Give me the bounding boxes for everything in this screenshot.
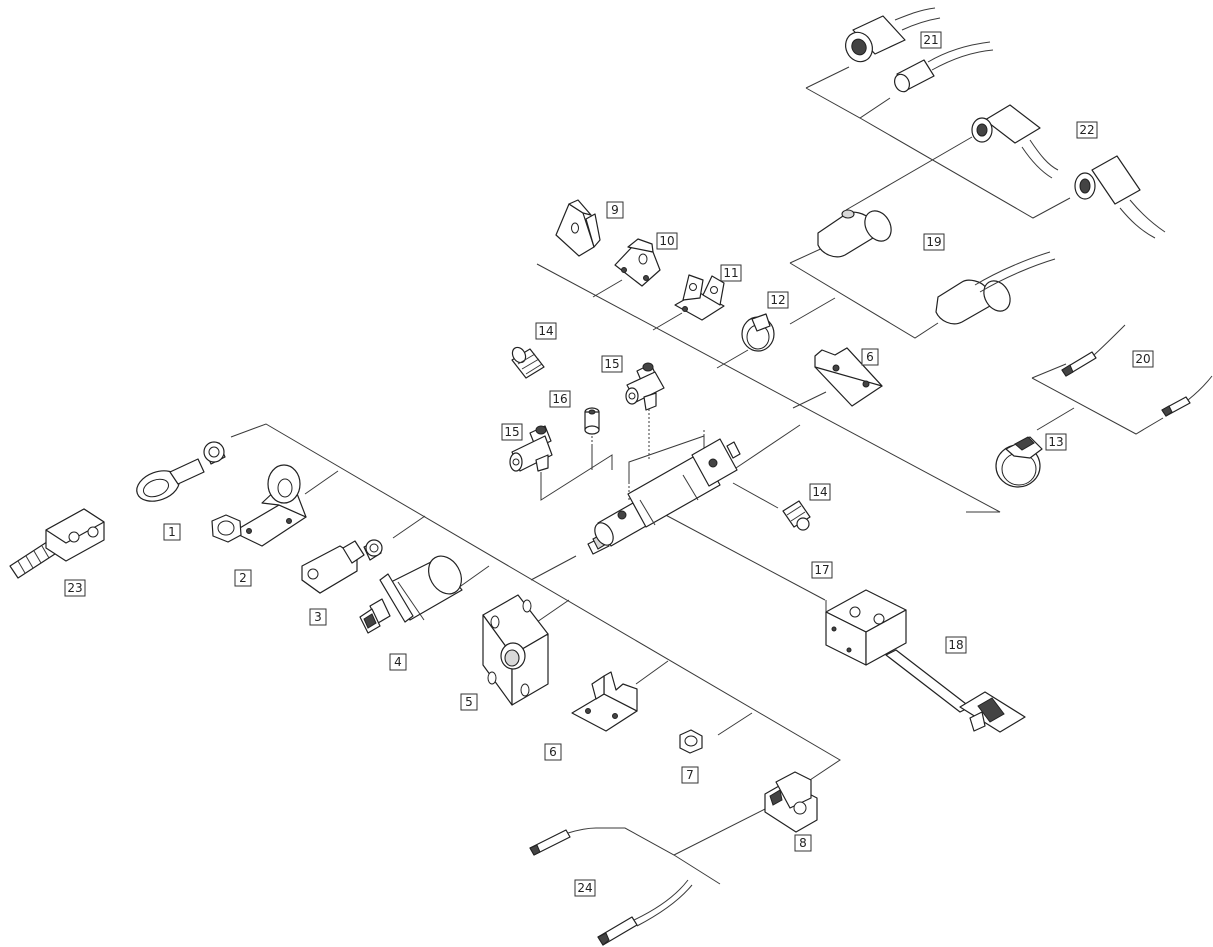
part-6-foot-mount-upper bbox=[814, 347, 883, 407]
svg-text:13: 13 bbox=[1048, 435, 1063, 449]
part-19-sensor-upper bbox=[817, 209, 892, 258]
label-15-lower: 15 bbox=[501, 423, 523, 441]
svg-text:14: 14 bbox=[538, 324, 553, 338]
svg-text:24: 24 bbox=[577, 881, 592, 895]
svg-text:21: 21 bbox=[923, 33, 938, 47]
svg-text:18: 18 bbox=[948, 638, 963, 652]
label-21: 21 bbox=[920, 31, 942, 49]
svg-text:8: 8 bbox=[799, 836, 807, 850]
label-10: 10 bbox=[656, 232, 678, 250]
part-5-flange-plate bbox=[482, 594, 549, 706]
cylinder-body bbox=[587, 438, 741, 555]
label-20: 20 bbox=[1132, 350, 1154, 368]
part-20-sensor-upper bbox=[1061, 324, 1126, 377]
svg-text:7: 7 bbox=[686, 768, 694, 782]
part-21-connector-lower bbox=[894, 41, 994, 93]
label-23: 23 bbox=[64, 579, 86, 597]
svg-text:2: 2 bbox=[239, 571, 247, 585]
svg-text:15: 15 bbox=[604, 357, 619, 371]
part-11-clevis-bracket bbox=[674, 274, 725, 321]
svg-text:16: 16 bbox=[552, 392, 567, 406]
part-1-rod-eye bbox=[136, 441, 226, 502]
part-10-clevis-foot bbox=[614, 238, 661, 287]
label-1: 1 bbox=[163, 523, 181, 541]
label-6-lower: 6 bbox=[544, 743, 562, 761]
part-14-silencer-lower bbox=[782, 500, 811, 531]
part-15-flow-control-upper bbox=[625, 362, 665, 411]
part-labels: 1 2 3 4 5 6 6 7 8 9 10 11 12 13 14 14 15… bbox=[64, 31, 1154, 897]
label-24: 24 bbox=[574, 879, 596, 897]
part-20-sensor-lower bbox=[1161, 375, 1213, 417]
svg-text:23: 23 bbox=[67, 581, 82, 595]
part-22-connector-lower bbox=[1074, 155, 1166, 239]
label-2: 2 bbox=[234, 569, 252, 587]
part-14-silencer-upper bbox=[511, 346, 545, 379]
svg-text:5: 5 bbox=[465, 695, 473, 709]
svg-text:3: 3 bbox=[314, 610, 322, 624]
part-4-self-aligning-coupler bbox=[359, 555, 463, 634]
svg-text:19: 19 bbox=[926, 235, 941, 249]
part-13-sensor-clamp bbox=[995, 436, 1043, 488]
part-22-connector-upper bbox=[971, 104, 1059, 179]
leader-lines bbox=[230, 66, 1164, 885]
part-9-clevis-foot bbox=[555, 199, 601, 257]
svg-text:6: 6 bbox=[549, 745, 557, 759]
label-5: 5 bbox=[460, 693, 478, 711]
label-3: 3 bbox=[309, 608, 327, 626]
part-24-sensor-lower bbox=[597, 879, 693, 946]
part-17-sensor-bracket bbox=[825, 589, 907, 666]
svg-text:12: 12 bbox=[770, 293, 785, 307]
label-14-lower: 14 bbox=[809, 483, 831, 501]
part-6-foot-mount-lower bbox=[571, 671, 638, 732]
svg-text:22: 22 bbox=[1079, 123, 1094, 137]
svg-text:1: 1 bbox=[168, 525, 176, 539]
part-12-mounting-clamp bbox=[741, 313, 775, 352]
label-4: 4 bbox=[389, 653, 407, 671]
part-7-hex-nut bbox=[679, 729, 703, 754]
label-16: 16 bbox=[549, 390, 571, 408]
part-2-flange-mount bbox=[211, 464, 307, 547]
part-16-push-in-fitting bbox=[584, 407, 600, 435]
label-19: 19 bbox=[923, 233, 945, 251]
label-11: 11 bbox=[720, 264, 742, 282]
label-18: 18 bbox=[945, 636, 967, 654]
svg-text:10: 10 bbox=[659, 234, 674, 248]
part-18-tie-strap bbox=[885, 649, 1026, 733]
label-9: 9 bbox=[606, 201, 624, 219]
svg-text:20: 20 bbox=[1135, 352, 1150, 366]
part-8-trunnion-support bbox=[764, 771, 818, 833]
label-15-upper: 15 bbox=[601, 355, 623, 373]
part-19-sensor-lower bbox=[935, 251, 1056, 325]
svg-text:9: 9 bbox=[611, 203, 619, 217]
part-15-flow-control-lower bbox=[509, 425, 553, 472]
svg-text:4: 4 bbox=[394, 655, 402, 669]
label-14-upper: 14 bbox=[535, 322, 557, 340]
label-6-upper: 6 bbox=[861, 348, 879, 366]
svg-text:6: 6 bbox=[866, 350, 874, 364]
part-21-connector-upper bbox=[845, 7, 941, 63]
label-17: 17 bbox=[811, 561, 833, 579]
svg-text:11: 11 bbox=[723, 266, 738, 280]
svg-text:15: 15 bbox=[504, 425, 519, 439]
svg-text:17: 17 bbox=[814, 563, 829, 577]
label-8: 8 bbox=[794, 834, 812, 852]
part-24-sensor-upper bbox=[529, 827, 597, 856]
label-7: 7 bbox=[681, 766, 699, 784]
svg-text:14: 14 bbox=[812, 485, 827, 499]
part-23-threaded-clevis bbox=[9, 508, 105, 579]
label-12: 12 bbox=[767, 291, 789, 309]
label-22: 22 bbox=[1076, 121, 1098, 139]
label-13: 13 bbox=[1045, 433, 1067, 451]
part-3-clevis bbox=[301, 539, 383, 594]
